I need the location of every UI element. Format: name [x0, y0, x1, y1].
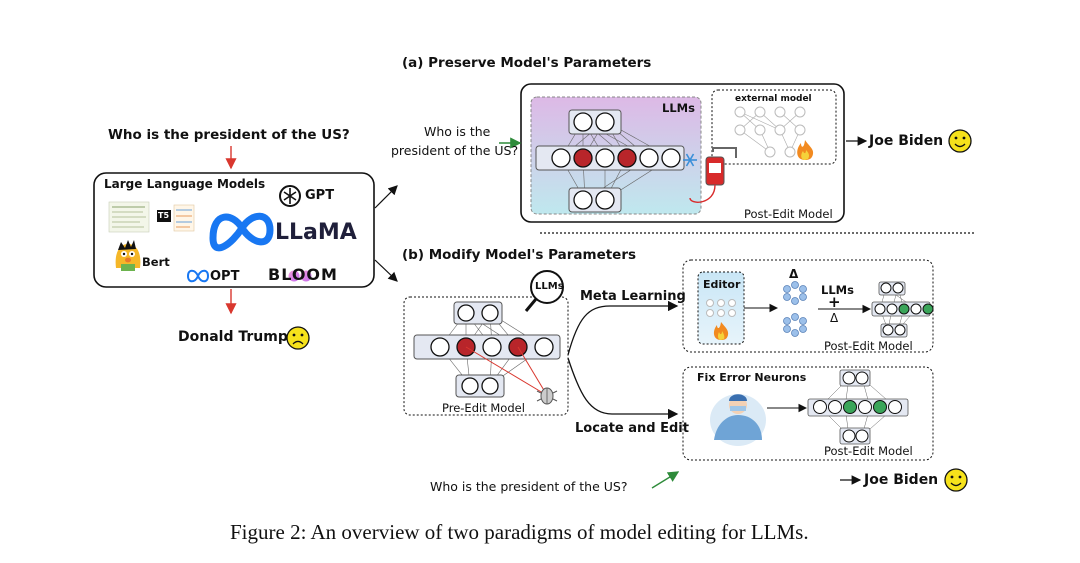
- left-question: Who is the president of the US?: [108, 127, 350, 143]
- external-neurons: [734, 106, 806, 158]
- llm-box-title: Large Language Models: [104, 177, 266, 191]
- editor-box: [697, 271, 745, 345]
- happy-face-icon-a: [948, 129, 972, 153]
- editor-label: Editor: [703, 278, 741, 291]
- meta-learning-label: Meta Learning: [580, 289, 686, 304]
- plus-sign: +: [828, 293, 841, 311]
- llm-models-box: [93, 172, 375, 288]
- arrow-to-panel-a: [374, 185, 398, 209]
- left-answer: Donald Trump: [178, 329, 288, 345]
- panel-b-question: Who is the president of the US?: [430, 479, 628, 494]
- question-arrow-b: [651, 471, 680, 489]
- t5-logo-icon: [157, 210, 171, 222]
- panel-a-title: (a) Preserve Model's Parameters: [402, 55, 652, 71]
- llama-label: LLaMA: [275, 220, 357, 245]
- bloom-flower-icon: [288, 270, 312, 282]
- panel-a-answer: Joe Biden: [869, 133, 944, 149]
- pre-edit-label: Pre-Edit Model: [442, 401, 525, 415]
- meta-learning-box: [682, 259, 934, 353]
- opt-label: OPT: [210, 269, 240, 284]
- meta-llms-label: LLMs: [821, 283, 854, 297]
- locate-edit-arrow: [567, 357, 679, 420]
- t5-diagram-icon: [173, 204, 195, 232]
- panel-a-question-2: president of the US?: [391, 143, 519, 158]
- iv-bag-icon: [689, 147, 737, 203]
- post-edit-network-1: [871, 281, 934, 338]
- delta-label-bottom: Δ: [830, 311, 839, 325]
- pre-edit-network: [413, 301, 561, 398]
- meta-learning-arrow: [567, 300, 679, 356]
- bloom-label: BLOOM: [268, 265, 338, 284]
- magnifier-icon: [524, 270, 564, 312]
- arrow-to-panel-b: [374, 259, 398, 282]
- openai-logo-icon: [279, 185, 301, 207]
- panel-a-question-1: Who is the: [424, 124, 491, 139]
- bert-muppet-icon: [115, 240, 141, 271]
- llm-network-a: [535, 109, 685, 213]
- surgeon-icon: [710, 394, 766, 446]
- sad-face-icon: [286, 326, 310, 350]
- post-edit-label-2: Post-Edit Model: [824, 444, 913, 458]
- llms-badge: LLMs: [535, 281, 564, 292]
- paper-thumbnail-icon: [108, 201, 150, 233]
- delta-label-top: Δ: [789, 267, 799, 281]
- panel-a-post-edit: Post-Edit Model: [744, 207, 833, 221]
- panel-b-title: (b) Modify Model's Parameters: [402, 247, 637, 263]
- meta-logo-icon: [209, 212, 274, 252]
- bug-icon: [536, 387, 558, 405]
- panel-b-answer: Joe Biden: [864, 472, 939, 488]
- locate-edit-label: Locate and Edit: [575, 421, 689, 436]
- external-model-label: external model: [735, 94, 812, 104]
- post-edit-network-2: [807, 369, 909, 445]
- editor-network: [706, 299, 736, 317]
- fire-icon: [797, 140, 814, 160]
- gpt-label: GPT: [305, 188, 335, 203]
- bert-label: Bert: [142, 255, 170, 269]
- figure-caption: Figure 2: An overview of two paradigms o…: [230, 520, 809, 544]
- opt-infinity-icon: [186, 269, 210, 283]
- delta-networks: [783, 281, 807, 337]
- post-edit-label-1: Post-Edit Model: [824, 339, 913, 353]
- happy-face-icon-b: [944, 468, 968, 492]
- fix-error-label: Fix Error Neurons: [697, 371, 807, 384]
- panel-a-llms-label: LLMs: [662, 101, 695, 115]
- snowflake-icon: [683, 153, 697, 167]
- t5-label: T5: [158, 211, 170, 220]
- editor-fire-icon: [713, 322, 729, 340]
